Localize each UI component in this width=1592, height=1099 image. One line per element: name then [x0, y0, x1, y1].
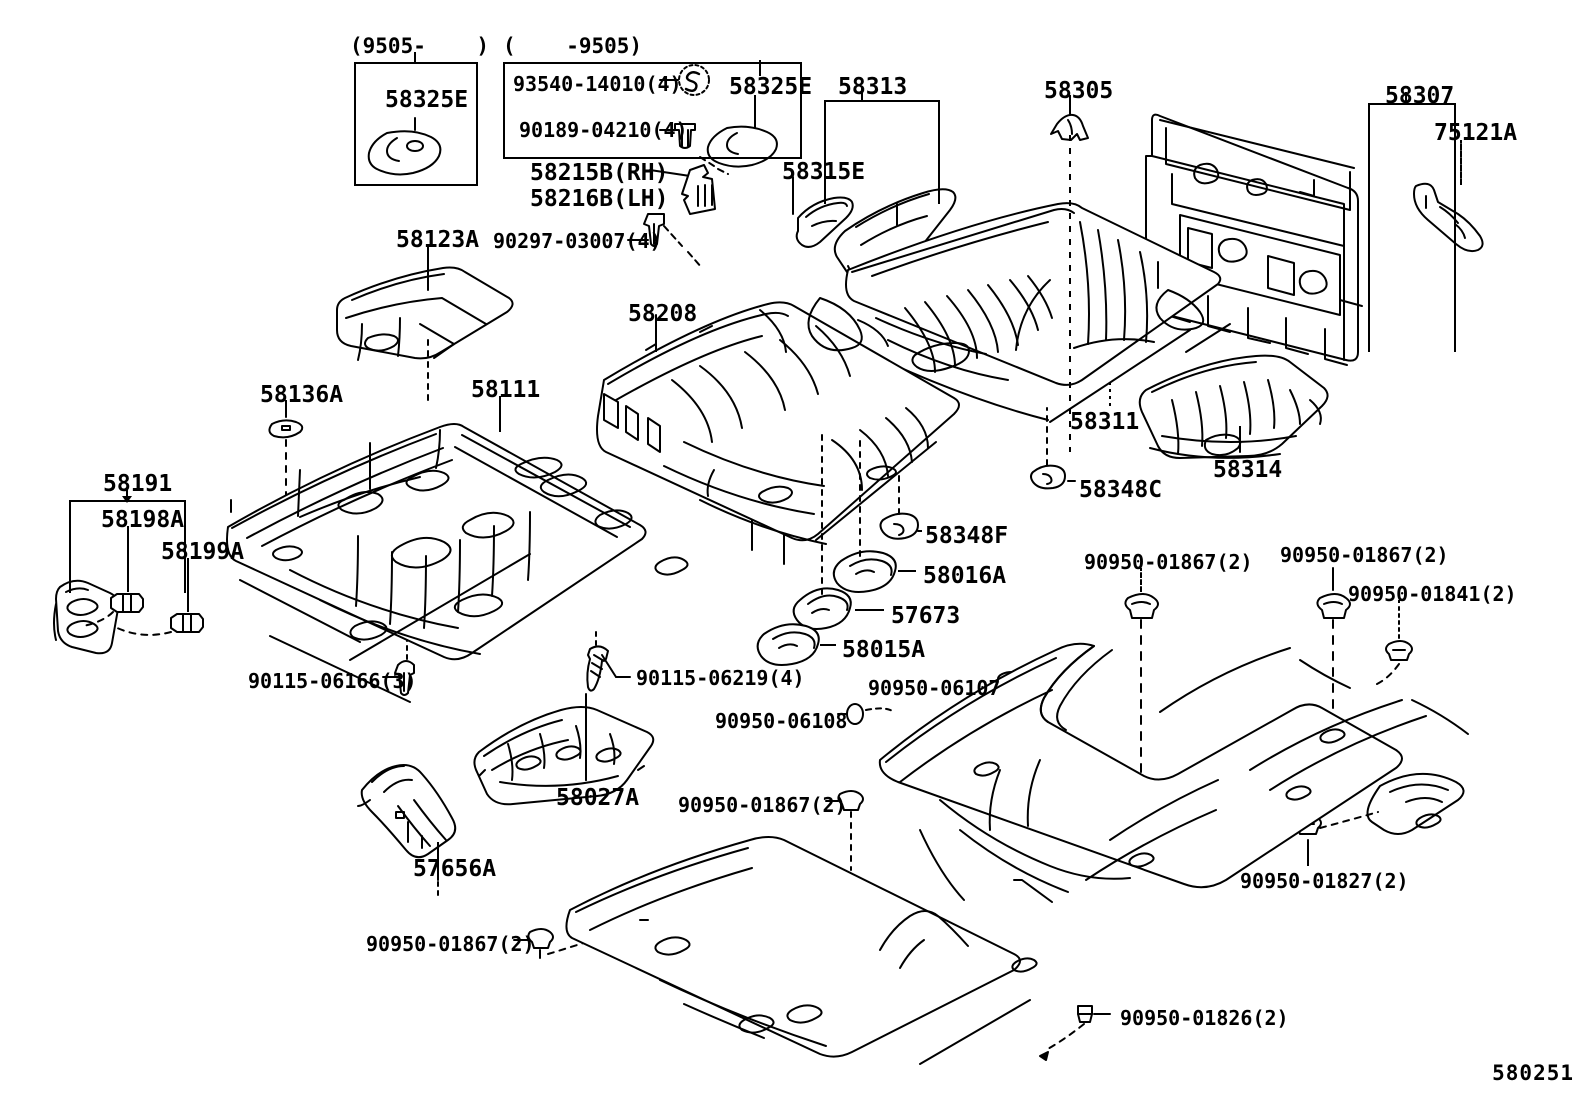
part-90950-06108-grommet: [837, 703, 895, 725]
part-58314-insulator: [1138, 354, 1329, 459]
part-57673-plug: [792, 429, 881, 630]
callout-58208[interactable]: 58208: [628, 301, 698, 327]
header-range-0: (9505- ): [350, 34, 490, 58]
group-box-9505-before: [503, 62, 802, 159]
callout-90950-06108[interactable]: 90950-06108: [715, 709, 848, 733]
callout-90950-01827[interactable]: 90950-01827(2): [1240, 869, 1409, 893]
callout-57656A[interactable]: 57656A: [413, 856, 497, 882]
part-58191-bracket: [53, 579, 120, 655]
callout-90189[interactable]: 90189-04210(4): [519, 118, 688, 142]
part-front-floor-insulator-bottom: [565, 836, 1038, 1065]
callout-58111[interactable]: 58111: [471, 377, 541, 403]
callout-90950-01867-r1[interactable]: 90950-01867(2): [1084, 550, 1253, 574]
callout-58315E[interactable]: 58315E: [782, 159, 866, 185]
callout-58198A[interactable]: 58198A: [101, 507, 185, 533]
callout-58199A[interactable]: 58199A: [161, 539, 245, 565]
callout-57673[interactable]: 57673: [891, 603, 961, 629]
callout-58305[interactable]: 58305: [1044, 78, 1114, 104]
callout-90297[interactable]: 90297-03007(4): [493, 229, 662, 253]
callout-75121A[interactable]: 75121A: [1434, 120, 1518, 146]
callout-90950-06107[interactable]: 90950-06107: [868, 676, 1001, 700]
header-range-1: ( -9505): [503, 34, 643, 58]
part-58215b-bracket: [649, 164, 716, 215]
callout-58311[interactable]: 58311: [1070, 409, 1140, 435]
callout-58314[interactable]: 58314: [1213, 457, 1283, 483]
callout-93540[interactable]: 93540-14010(4): [513, 72, 682, 96]
callout-90950-01867-b[interactable]: 90950-01867(2): [366, 932, 535, 956]
callout-58136A[interactable]: 58136A: [260, 382, 344, 408]
s-symbol-icon: [659, 64, 710, 96]
part-58208-floor: [596, 297, 960, 565]
part-58315e-panel: [792, 176, 854, 248]
callout-90115-06166[interactable]: 90115-06166(3): [248, 669, 417, 693]
callout-58348C[interactable]: 58348C: [1079, 477, 1163, 503]
part-rear-floor-insulator: [878, 642, 1469, 903]
part-58123a-member: [336, 247, 514, 401]
callout-90950-01826[interactable]: 90950-01826(2): [1120, 1006, 1289, 1030]
callout-58027A[interactable]: 58027A: [556, 785, 640, 811]
callout-58313[interactable]: 58313: [838, 74, 908, 100]
callout-58348F[interactable]: 58348F: [925, 523, 1009, 549]
part-90950-01826-clip: [1039, 1005, 1111, 1061]
part-58111-front-floor: [226, 397, 689, 703]
part-58027a-insulator: [473, 693, 655, 806]
callout-58216B[interactable]: 58216B(LH): [530, 186, 669, 212]
part-90189-clip: [659, 123, 696, 149]
part-58325e-right: [699, 111, 778, 175]
callout-90950-01841[interactable]: 90950-01841(2): [1348, 582, 1517, 606]
part-90115-06166-bolt: [382, 639, 415, 696]
callout-58191[interactable]: 58191: [103, 471, 173, 497]
callout-58015A[interactable]: 58015A: [842, 637, 926, 663]
callout-90115-06219[interactable]: 90115-06219(4): [636, 666, 805, 690]
callout-58325E-a[interactable]: 58325E: [385, 87, 469, 113]
callout-58215B[interactable]: 58215B(RH): [530, 160, 669, 186]
callout-90950-01867-r2[interactable]: 90950-01867(2): [1280, 543, 1449, 567]
group-box-9505-after: [354, 62, 478, 186]
callout-58307[interactable]: 58307: [1385, 83, 1455, 109]
part-90115-06219-screw: [586, 629, 631, 692]
callout-58123A[interactable]: 58123A: [396, 227, 480, 253]
callout-58016A[interactable]: 58016A: [923, 563, 1007, 589]
part-58348f-clip: [879, 469, 921, 540]
part-90950-01867-mid-clip: [825, 790, 864, 871]
part-90297-screw: [627, 213, 703, 269]
group-bracket-58313: [824, 100, 940, 204]
callout-58325E-b[interactable]: 58325E: [729, 74, 813, 100]
diagram-code: 580251: [1492, 1061, 1574, 1085]
part-58016a-plug: [832, 439, 913, 593]
part-57656a-bracket: [357, 764, 457, 901]
group-bracket-58307: [1368, 103, 1456, 352]
part-58325e-left: [367, 117, 442, 176]
part-58199a-bolt: [112, 561, 204, 636]
callout-90950-01867-m[interactable]: 90950-01867(2): [678, 793, 847, 817]
part-58348c-clip: [1030, 407, 1076, 490]
